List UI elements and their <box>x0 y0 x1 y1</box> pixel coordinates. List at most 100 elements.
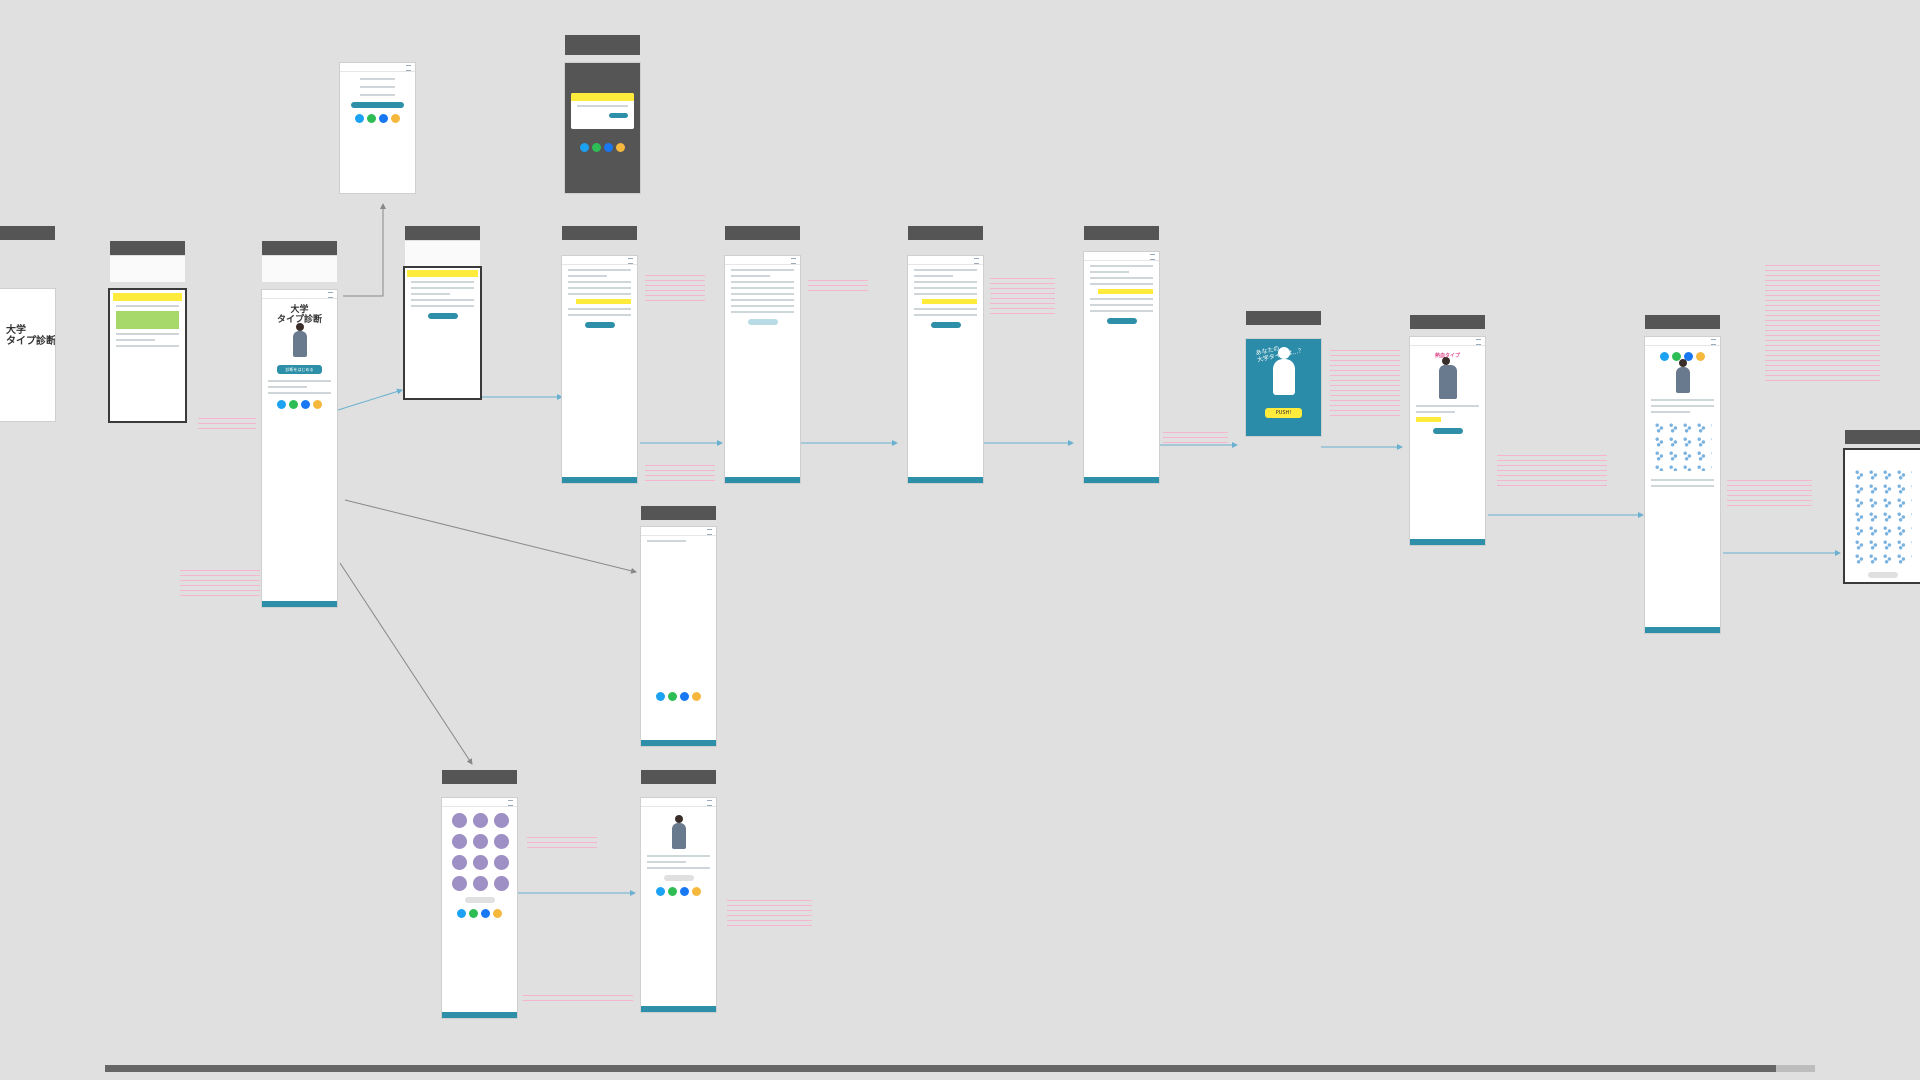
type-avatar[interactable] <box>494 876 509 891</box>
answer-option[interactable] <box>568 281 631 283</box>
facebook-icon[interactable] <box>481 909 490 918</box>
artboard-question-3[interactable] <box>908 226 983 483</box>
answer-option[interactable] <box>731 299 794 301</box>
artboard-loading[interactable]: あなたの 大学タイプは…？ PUSH! <box>1246 311 1321 436</box>
artboard-question-1[interactable] <box>562 226 637 483</box>
answer-option[interactable] <box>914 314 977 316</box>
answer-option[interactable] <box>1090 298 1153 300</box>
answer-option[interactable] <box>731 305 794 307</box>
answer-option[interactable] <box>731 287 794 289</box>
answer-option[interactable] <box>568 293 631 295</box>
answer-option[interactable] <box>1090 283 1153 285</box>
answer-option[interactable] <box>731 281 794 283</box>
facebook-icon[interactable] <box>379 114 388 123</box>
type-avatar[interactable] <box>452 813 467 828</box>
hatena-icon[interactable] <box>692 887 701 896</box>
artboard-type-list[interactable] <box>442 770 517 1018</box>
horizontal-scrollbar[interactable] <box>105 1065 1815 1072</box>
hatena-icon[interactable] <box>313 400 322 409</box>
modal-button[interactable] <box>609 113 628 118</box>
next-button[interactable] <box>930 322 961 328</box>
answer-option[interactable] <box>731 311 794 313</box>
twitter-icon[interactable] <box>580 143 589 152</box>
answer-option-selected[interactable] <box>1098 289 1153 294</box>
answer-option[interactable] <box>568 308 631 310</box>
artboard-result[interactable]: 熱血タイプ <box>1410 315 1485 545</box>
artboard-type-detail[interactable] <box>641 770 716 1012</box>
menu-button[interactable] <box>351 102 404 108</box>
type-avatar[interactable] <box>473 855 488 870</box>
twitter-icon[interactable] <box>656 692 665 701</box>
menu-item[interactable] <box>360 94 395 96</box>
line-icon[interactable] <box>592 143 601 152</box>
line-icon[interactable] <box>469 909 478 918</box>
facebook-icon[interactable] <box>680 887 689 896</box>
answer-option-selected[interactable] <box>922 299 977 304</box>
menu-item[interactable] <box>360 78 395 80</box>
type-avatar[interactable] <box>452 834 467 849</box>
artboard-question-4[interactable] <box>1084 226 1159 483</box>
twitter-icon[interactable] <box>1660 352 1669 361</box>
answer-option[interactable] <box>914 293 977 295</box>
type-avatar[interactable] <box>473 834 488 849</box>
list-button[interactable] <box>464 897 495 903</box>
type-avatar[interactable] <box>494 834 509 849</box>
hatena-icon[interactable] <box>493 909 502 918</box>
artboard-intro-crop[interactable]: 大学 タイプ診断 <box>0 226 55 421</box>
line-icon[interactable] <box>668 887 677 896</box>
scrollbar-thumb[interactable] <box>105 1065 1776 1072</box>
line-icon[interactable] <box>1672 352 1681 361</box>
type-avatar[interactable] <box>452 876 467 891</box>
type-avatar[interactable] <box>452 855 467 870</box>
artboard-menu[interactable] <box>340 63 415 193</box>
push-button[interactable]: PUSH! <box>1264 408 1303 418</box>
twitter-icon[interactable] <box>355 114 364 123</box>
answer-option[interactable] <box>914 308 977 310</box>
facebook-icon[interactable] <box>604 143 613 152</box>
artboard-detail[interactable] <box>1645 315 1720 633</box>
artboard-map[interactable] <box>1845 430 1920 582</box>
map-preview[interactable] <box>1653 421 1712 471</box>
next-button[interactable] <box>1106 318 1137 324</box>
artboard-disclaimer[interactable] <box>405 226 480 398</box>
answer-option[interactable] <box>1090 304 1153 306</box>
answer-option-selected[interactable] <box>576 299 631 304</box>
twitter-icon[interactable] <box>457 909 466 918</box>
agree-button[interactable] <box>427 313 458 319</box>
menu-item[interactable] <box>360 86 395 88</box>
facebook-icon[interactable] <box>1684 352 1693 361</box>
answer-option[interactable] <box>1090 310 1153 312</box>
type-avatar[interactable] <box>473 813 488 828</box>
hatena-icon[interactable] <box>1696 352 1705 361</box>
hatena-icon[interactable] <box>391 114 400 123</box>
type-avatar[interactable] <box>473 876 488 891</box>
answer-option[interactable] <box>568 287 631 289</box>
answer-option[interactable] <box>1090 277 1153 279</box>
artboard-top[interactable]: 大学 タイプ診断 診断をはじめる <box>262 241 337 607</box>
twitter-icon[interactable] <box>656 887 665 896</box>
artboard-modal[interactable] <box>565 35 640 193</box>
artboard-teaser[interactable] <box>110 241 185 421</box>
line-icon[interactable] <box>668 692 677 701</box>
facebook-icon[interactable] <box>680 692 689 701</box>
start-button[interactable]: 診断をはじめる <box>277 365 322 374</box>
detail-button[interactable] <box>1432 428 1463 434</box>
type-avatar[interactable] <box>494 855 509 870</box>
map-button[interactable] <box>1867 572 1898 578</box>
answer-option[interactable] <box>914 281 977 283</box>
next-button[interactable] <box>584 322 615 328</box>
detail-button[interactable] <box>663 875 694 881</box>
artboard-share[interactable] <box>641 506 716 746</box>
answer-option[interactable] <box>731 293 794 295</box>
artboard-question-2[interactable] <box>725 226 800 483</box>
line-icon[interactable] <box>289 400 298 409</box>
modal-dialog[interactable] <box>571 93 634 129</box>
line-icon[interactable] <box>367 114 376 123</box>
facebook-icon[interactable] <box>301 400 310 409</box>
type-avatar[interactable] <box>494 813 509 828</box>
hatena-icon[interactable] <box>692 692 701 701</box>
next-button[interactable] <box>747 319 778 325</box>
answer-option[interactable] <box>568 314 631 316</box>
twitter-icon[interactable] <box>277 400 286 409</box>
answer-option[interactable] <box>914 287 977 289</box>
